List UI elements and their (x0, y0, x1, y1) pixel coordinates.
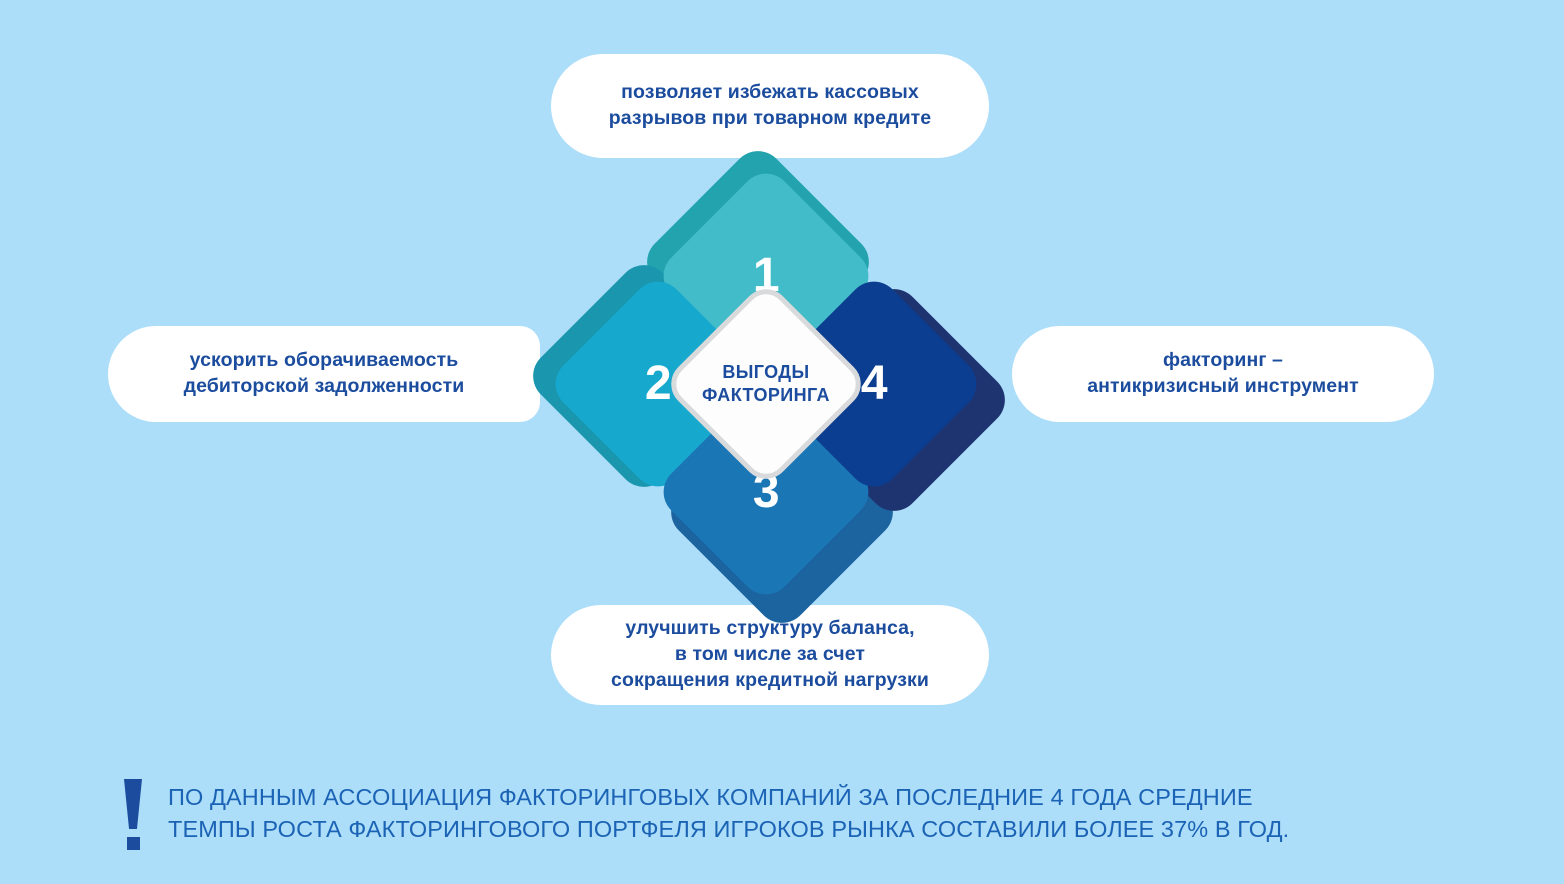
diamond-cluster: 1 2 3 4 ВЫГОДЫ ФАКТОРИНГА (522, 140, 1016, 634)
exclamation-bar (124, 779, 142, 829)
diamond-2-number: 2 (644, 356, 672, 410)
center-diamond-label: ВЫГОДЫ ФАКТОРИНГА (702, 361, 830, 405)
callout-top-text: позволяет избежать кассовых разрывов при… (608, 81, 932, 129)
exclamation-mark-icon (112, 775, 168, 853)
callout-left: ускорить оборачиваемость дебиторской зад… (108, 326, 540, 422)
callout-left-text: ускорить оборачиваемость дебиторской зад… (183, 349, 465, 397)
exclamation-dot (127, 837, 140, 850)
callout-bottom-text: улучшить структуру баланса, в том числе … (611, 617, 929, 691)
callout-right: факторинг – антикризисный инструмент (1012, 326, 1434, 422)
footer-note: ПО ДАННЫМ АССОЦИАЦИЯ ФАКТОРИНГОВЫХ КОМПА… (112, 775, 1442, 853)
footer-note-text: ПО ДАННЫМ АССОЦИАЦИЯ ФАКТОРИНГОВЫХ КОМПА… (168, 784, 1290, 843)
callout-top: позволяет избежать кассовых разрывов при… (551, 54, 989, 158)
callout-bottom: улучшить структуру баланса, в том числе … (551, 605, 989, 705)
diamond-4-number: 4 (860, 356, 888, 410)
callout-right-text: факторинг – антикризисный инструмент (1087, 349, 1359, 397)
